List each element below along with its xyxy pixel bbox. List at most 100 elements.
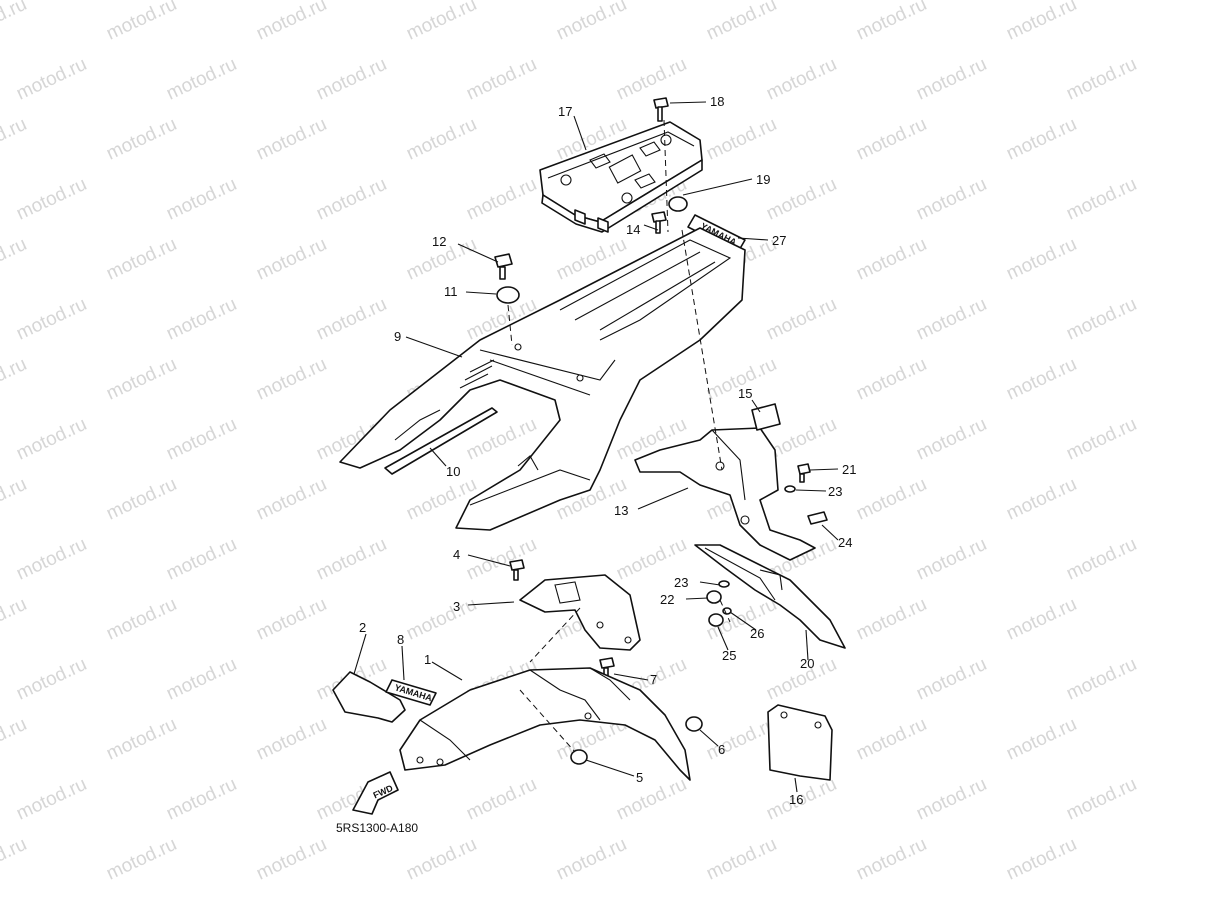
callout-1: 1 [424,652,431,667]
part-24-bolt [807,511,828,525]
watermark-text: motod.ru [913,414,990,465]
watermark-text: motod.ru [103,354,180,405]
watermark-text: motod.ru [403,0,480,45]
watermark-text: motod.ru [313,174,390,225]
part-17-carrier [539,121,703,233]
leader-lines [353,101,839,793]
watermark-text: motod.ru [0,0,30,45]
part-25-nut [708,613,724,627]
watermark-text: motod.ru [913,54,990,105]
watermark-text: motod.ru [403,114,480,165]
callout-23-lower: 23 [674,575,688,590]
watermark-text: motod.ru [913,534,990,585]
part-9-rear-cover [339,227,746,531]
watermark-text: motod.ru [853,354,930,405]
callout-12: 12 [432,234,446,249]
part-13-inner-fender [634,427,816,561]
watermark-text: motod.ru [763,54,840,105]
callout-9: 9 [394,329,401,344]
watermark-text: motod.ru [163,774,240,825]
watermark-text: motod.ru [913,774,990,825]
part-6-nut [685,716,703,732]
watermark-text: motod.ru [0,474,30,525]
callout-24: 24 [838,535,852,550]
callout-labels: 17 18 19 14 27 12 11 9 10 15 21 23 24 13… [359,94,856,807]
part-16-plate [767,704,833,781]
watermark-text: motod.ru [13,174,90,225]
callout-23-upper: 23 [828,484,842,499]
watermark-text: motod.ru [13,294,90,345]
plate-hole-left [780,711,788,719]
part-10-strip [384,407,498,475]
watermark-text: motod.ru [163,654,240,705]
watermark-text: motod.ru [13,774,90,825]
watermark-text: motod.ru [253,354,330,405]
watermark-text: motod.ru [403,834,480,885]
watermark-text: motod.ru [853,834,930,885]
callout-20: 20 [800,656,814,671]
watermark-text: motod.ru [313,54,390,105]
part-12-bolt [494,253,513,280]
watermark-text: motod.ru [703,834,780,885]
part-23-washer-b [718,580,730,588]
watermark-text: motod.ru [913,174,990,225]
watermark-text: motod.ru [703,0,780,45]
watermark-text: motod.ru [0,114,30,165]
callout-10: 10 [446,464,460,479]
watermark-text: motod.ru [853,714,930,765]
watermark-text: motod.ru [553,0,630,45]
part-26-washer [722,607,732,615]
watermark-text: motod.ru [853,594,930,645]
watermark-text: motod.ru [853,234,930,285]
part-2-mud-flap [332,671,406,723]
callout-7: 7 [650,672,657,687]
watermark-text: motod.ru [703,114,780,165]
watermark-text: motod.ru [1063,54,1140,105]
watermark-text: motod.ru [1063,174,1140,225]
callout-5: 5 [636,770,643,785]
callout-14: 14 [626,222,640,237]
callout-11: 11 [444,284,458,299]
watermark-text: motod.ru [463,534,540,585]
part-23-washer-a [784,485,796,493]
callout-16: 16 [789,792,803,807]
alignment-lines [507,119,731,753]
watermark-text: motod.ru [1063,774,1140,825]
plate-hole-right [814,721,822,729]
watermark-text: motod.ru [253,714,330,765]
watermark-text: motod.ru [553,834,630,885]
part-19-grommet [668,196,688,212]
watermark-text: motod.ru [463,774,540,825]
watermark-text: motod.ru [103,474,180,525]
part-5-nut [570,749,588,765]
watermark-text: motod.ru [763,174,840,225]
watermark-text: motod.ru [163,534,240,585]
watermark-text: motod.ru [763,294,840,345]
callout-25: 25 [722,648,736,663]
watermark-text: motod.ru [163,414,240,465]
watermark-text: motod.ru [253,834,330,885]
callout-8: 8 [397,632,404,647]
watermark-text: motod.ru [313,534,390,585]
callout-17: 17 [558,104,572,119]
watermark-text: motod.ru [13,654,90,705]
part-4-bolt [509,559,525,581]
watermark-text: motod.ru [103,714,180,765]
watermark-text: motod.ru [1003,234,1080,285]
callout-22: 22 [660,592,674,607]
watermark-text: motod.ru [0,594,30,645]
watermark-text: motod.ru [1063,294,1140,345]
part-8-decal [385,679,437,706]
callout-6: 6 [718,742,725,757]
callout-19: 19 [756,172,770,187]
callout-4: 4 [453,547,460,562]
watermark-text: motod.ru [13,54,90,105]
part-11-grommet [496,286,520,304]
callout-3: 3 [453,599,460,614]
callout-27: 27 [772,233,786,248]
watermark-text: motod.ru [103,834,180,885]
watermark-text: motod.ru [0,354,30,405]
watermark-text: motod.ru [1003,834,1080,885]
watermark-text: motod.ru [163,54,240,105]
